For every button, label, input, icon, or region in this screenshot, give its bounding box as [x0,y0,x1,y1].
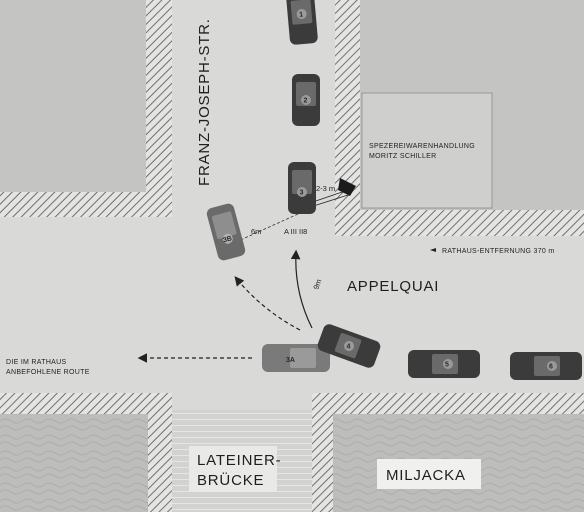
franz-joseph-str-label: FRANZ-JOSEPH-STR. [196,18,213,186]
svg-text:3: 3 [300,190,304,197]
car-2: 2 [292,74,320,126]
svg-text:6: 6 [549,364,553,371]
shot-distance-label: 2-3 m [316,184,335,193]
svg-text:5: 5 [445,362,449,369]
block-bottom-left [0,393,172,512]
turn-arrow-dashed [234,276,301,331]
svg-text:MILJACKA: MILJACKA [386,467,466,484]
car-6: 6 [510,352,582,380]
distance-arrow-icon [430,248,436,252]
bridge-label: LATEINER- BRÜCKE [189,446,281,492]
svg-text:3B: 3B [222,235,232,244]
svg-text:BRÜCKE: BRÜCKE [197,471,264,489]
gap-9m-label: 9m [311,278,323,291]
shop-building [361,92,493,209]
car-4: 4 [317,324,381,368]
miljacka-label: MILJACKA [377,459,481,489]
rathaus-distance-label: RATHAUS-ENTFERNUNG 370 m [442,248,554,255]
gap-6m-label: 6m [251,227,261,236]
svg-text:4: 4 [347,344,351,351]
shop-name-line2: MORITZ SCHILLER [369,153,437,160]
block-top-left [0,0,172,217]
gap-line-6m [235,213,299,243]
shooter-icon [338,178,356,196]
car-3a: 3A [262,344,330,372]
car-5: 5 [408,350,480,378]
svg-text:1: 1 [299,11,304,18]
position-code-label: A III II8 [284,227,307,236]
car-1: 1 [286,0,318,45]
car-3b: 3B [206,203,246,261]
turn-arrow-solid [290,249,313,329]
svg-text:2: 2 [304,98,308,105]
svg-text:LATEINER-: LATEINER- [197,452,281,469]
block-top-right [335,0,584,236]
svg-text:3A: 3A [286,357,295,364]
shop-name-line1: SPEZEREIWARENHANDLUNG [369,143,475,150]
car-3: 3 [288,162,316,214]
route-label-line1: DIE IM RATHAUS [6,359,66,366]
block-bottom-right [312,393,584,512]
appelquai-label: APPELQUAI [347,278,439,295]
route-label-line2: ANBEFOHLENE ROUTE [6,369,90,376]
